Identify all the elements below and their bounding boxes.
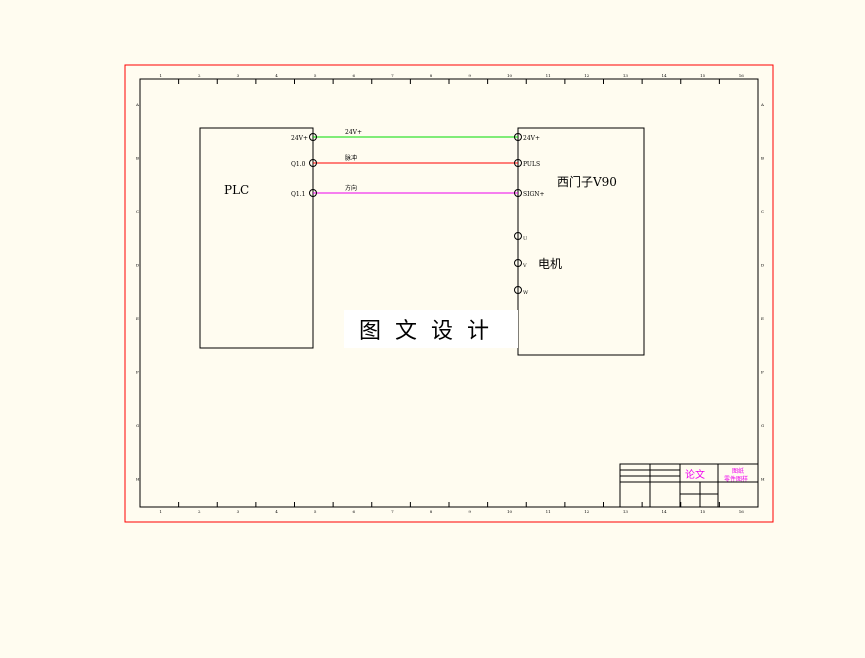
ruler-letter: B	[136, 155, 139, 160]
title-block: 论文 图纸 零件图样	[619, 463, 759, 508]
motor-pin-label: U	[523, 236, 527, 242]
ruler-number: 6	[352, 509, 355, 514]
ruler-letter: A	[135, 102, 139, 107]
inner-border	[139, 78, 759, 508]
ruler-number: 2	[198, 73, 201, 78]
ruler-number: 15	[700, 73, 706, 78]
drive-terminal-label: 24V+	[523, 135, 540, 142]
ruler-number: 13	[623, 73, 629, 78]
wire-label: 脉冲	[345, 154, 357, 162]
drive-terminal	[514, 133, 522, 141]
ruler-letter: E	[761, 316, 764, 321]
ruler-number: 16	[739, 509, 745, 514]
drive-terminal-label: PULS	[523, 161, 540, 168]
ruler-number: 7	[391, 73, 394, 78]
ruler-letter: H	[136, 476, 140, 481]
motor-pin-label: V	[522, 263, 527, 269]
outer-border	[124, 64, 774, 523]
ruler-number: 12	[584, 509, 590, 514]
drive-box	[517, 127, 645, 356]
plc-terminal-label: Q1.1	[291, 191, 305, 198]
watermark: 图文设计	[344, 310, 518, 348]
ruler-number: 11	[546, 73, 551, 78]
ruler-letter: G	[136, 423, 139, 428]
ruler-number: 8	[430, 73, 433, 78]
drive-title: 西门子V90	[557, 174, 617, 189]
ruler-number: 5	[314, 509, 317, 514]
ruler-number: 6	[352, 73, 355, 78]
drive-terminal	[514, 189, 522, 197]
ruler-letter: C	[761, 209, 764, 214]
ruler-number: 9	[468, 509, 471, 514]
ruler-letter: B	[761, 155, 764, 160]
motor-terminal	[514, 259, 522, 267]
ruler-number: 4	[275, 509, 278, 514]
ruler-letter: F	[761, 369, 764, 374]
ruler-number: 1	[159, 509, 162, 514]
ruler-number: 10	[507, 73, 513, 78]
ruler-number: 8	[430, 509, 433, 514]
ruler-number: 1	[159, 73, 162, 78]
ruler-number: 16	[739, 73, 745, 78]
motor-title: 电机	[538, 257, 562, 271]
motor-terminal	[514, 232, 522, 240]
ruler-number: 5	[314, 73, 317, 78]
ruler-number: 3	[237, 73, 240, 78]
ruler-number: 3	[237, 509, 240, 514]
ruler-letter: G	[761, 423, 764, 428]
title-block-title: 论文	[685, 468, 705, 481]
ruler-number: 14	[661, 73, 667, 78]
drive-terminal-label: SIGN+	[523, 191, 545, 198]
ruler-letter: F	[136, 369, 139, 374]
plc-terminal-label: 24V+	[291, 135, 308, 142]
plc-terminal-label: Q1.0	[291, 161, 306, 168]
plc-terminal	[309, 133, 317, 141]
title-block-subtitle: 零件图样	[724, 475, 748, 483]
plc-terminal	[309, 189, 317, 197]
plc-terminal	[309, 159, 317, 167]
ruler-number: 12	[584, 73, 590, 78]
motor-pin-label: W	[523, 290, 529, 296]
plc-box	[199, 127, 314, 349]
ruler-number: 11	[546, 509, 551, 514]
wire-label: 24V+	[345, 129, 362, 136]
ruler-letter: A	[760, 102, 764, 107]
ruler-number: 7	[391, 509, 394, 514]
motor-terminal	[514, 286, 522, 294]
title-block-name: 图纸	[732, 467, 744, 475]
drive-terminal	[514, 159, 522, 167]
ruler-letter: D	[136, 262, 139, 267]
ruler-number: 15	[700, 509, 706, 514]
ruler-number: 14	[661, 509, 667, 514]
ruler-number: 2	[198, 509, 201, 514]
ruler-number: 13	[623, 509, 629, 514]
ruler-letter: C	[136, 209, 139, 214]
ruler-letter: E	[136, 316, 139, 321]
ruler-letter: H	[761, 476, 765, 481]
ruler-number: 9	[468, 73, 471, 78]
plc-title: PLC	[224, 183, 249, 197]
ruler-number: 10	[507, 509, 513, 514]
ruler-letter: D	[761, 262, 764, 267]
ruler-number: 4	[275, 73, 278, 78]
wire-label: 方向	[345, 184, 357, 192]
